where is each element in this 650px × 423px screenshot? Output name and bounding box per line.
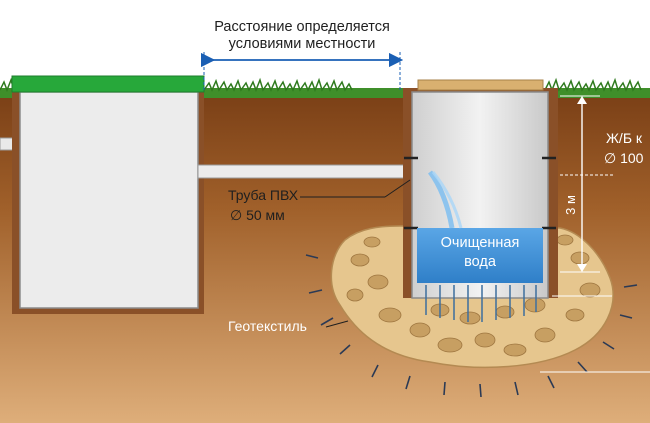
pipe-label-line2: ∅ 50 мм xyxy=(230,207,285,223)
tank-lid xyxy=(11,75,205,93)
distance-label-line2: условиями местности xyxy=(229,36,376,52)
geotextile-leader xyxy=(325,320,349,328)
water-label-line2: вода xyxy=(464,254,497,270)
depth-label: 3 м xyxy=(563,195,578,215)
geotextile-label: Геотекстиль xyxy=(228,318,307,334)
geotextile-rays xyxy=(305,254,638,398)
septic-tank xyxy=(11,75,205,314)
ring-label-line2: ∅ 100 xyxy=(604,150,644,166)
distance-label-line1: Расстояние определяется xyxy=(214,19,390,35)
filter-well xyxy=(403,79,558,322)
ring-label-line1: Ж/Б к xyxy=(606,130,643,146)
pipe-label-line1: Труба ПВХ xyxy=(228,187,299,203)
depth-dimension xyxy=(552,95,615,297)
well-lid xyxy=(417,79,544,91)
purified-water xyxy=(417,228,543,283)
pvc-pipe xyxy=(197,164,433,179)
water-label-line1: Очищенная xyxy=(441,235,520,251)
